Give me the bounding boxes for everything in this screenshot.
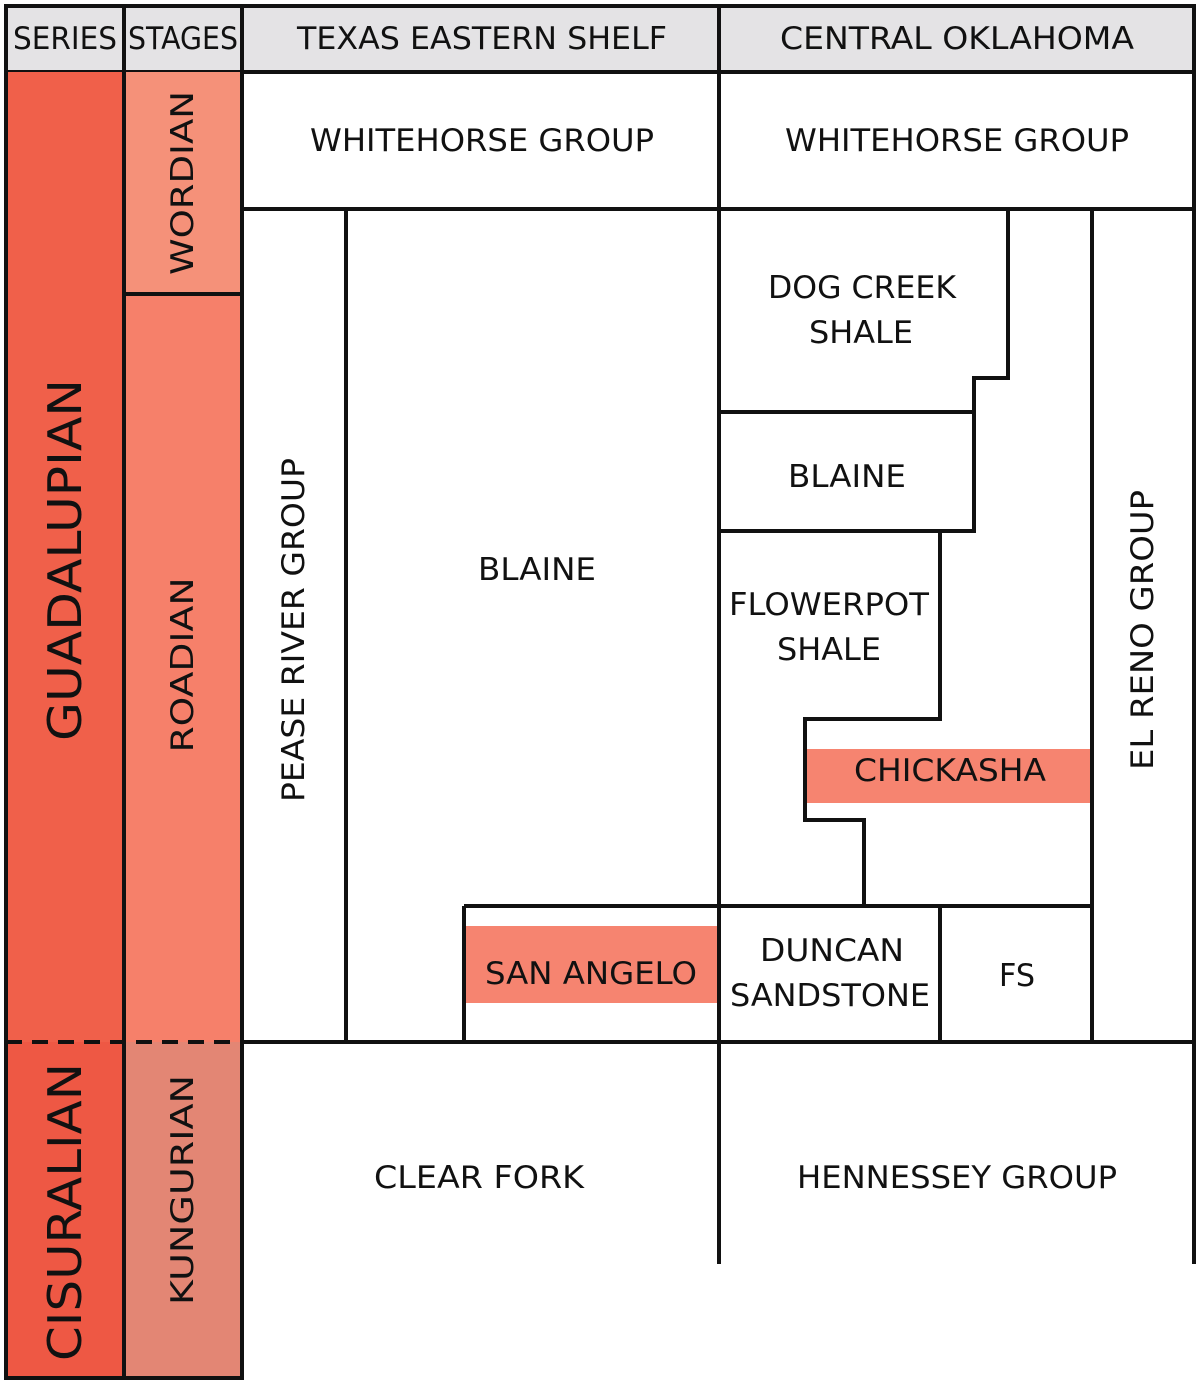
texas-clear-fork: CLEAR FORK (374, 1160, 585, 1196)
chickasha-highlight (806, 749, 1090, 803)
oklahoma-el-reno-group: EL RENO GROUP (1125, 490, 1161, 770)
stage-label-kungurian: KUNGURIAN (165, 1075, 201, 1305)
header-central-oklahoma: CENTRAL OKLAHOMA (780, 21, 1134, 57)
chart-grid-lines (4, 72, 1196, 1380)
oklahoma-flowerpot-line1: FLOWERPOT (729, 587, 930, 623)
texas-san-angelo: SAN ANGELO (485, 956, 697, 992)
stage-wordian-block (124, 72, 242, 294)
oklahoma-duncan-line2: SANDSTONE (730, 978, 930, 1014)
series-label-cisuralian: CISURALIAN (38, 1063, 92, 1361)
header-texas-eastern-shelf: TEXAS EASTERN SHELF (296, 21, 667, 57)
header-cell-oklahoma (717, 4, 1196, 74)
stage-label-roadian: ROADIAN (165, 578, 201, 753)
oklahoma-dog-creek-line1: DOG CREEK (768, 270, 957, 306)
header-cell-texas (240, 4, 721, 74)
oklahoma-flowerpot-line2: SHALE (777, 632, 881, 668)
series-cisuralian-block (6, 1042, 124, 1378)
texas-pease-river-group: PEASE RIVER GROUP (276, 458, 312, 802)
stage-roadian-block (124, 294, 242, 1042)
texas-blaine: BLAINE (478, 552, 596, 588)
oklahoma-chickasha: CHICKASHA (854, 753, 1046, 789)
stage-kungurian-block (124, 1042, 242, 1378)
series-guadalupian-block (6, 72, 124, 1042)
oklahoma-hennessey-group: HENNESSEY GROUP (797, 1160, 1117, 1196)
oklahoma-duncan-line1: DUNCAN (760, 933, 904, 969)
stage-label-wordian: WORDIAN (165, 91, 201, 275)
san-angelo-highlight (464, 926, 717, 1003)
header-series: SERIES (13, 21, 117, 57)
series-label-guadalupian: GUADALUPIAN (38, 379, 92, 741)
texas-whitehorse-group: WHITEHORSE GROUP (310, 123, 654, 159)
oklahoma-fs: FS (999, 958, 1035, 994)
header-stages: STAGES (128, 21, 238, 57)
oklahoma-dog-creek-line2: SHALE (809, 315, 913, 351)
oklahoma-blaine: BLAINE (788, 459, 906, 495)
oklahoma-whitehorse-group: WHITEHORSE GROUP (785, 123, 1129, 159)
